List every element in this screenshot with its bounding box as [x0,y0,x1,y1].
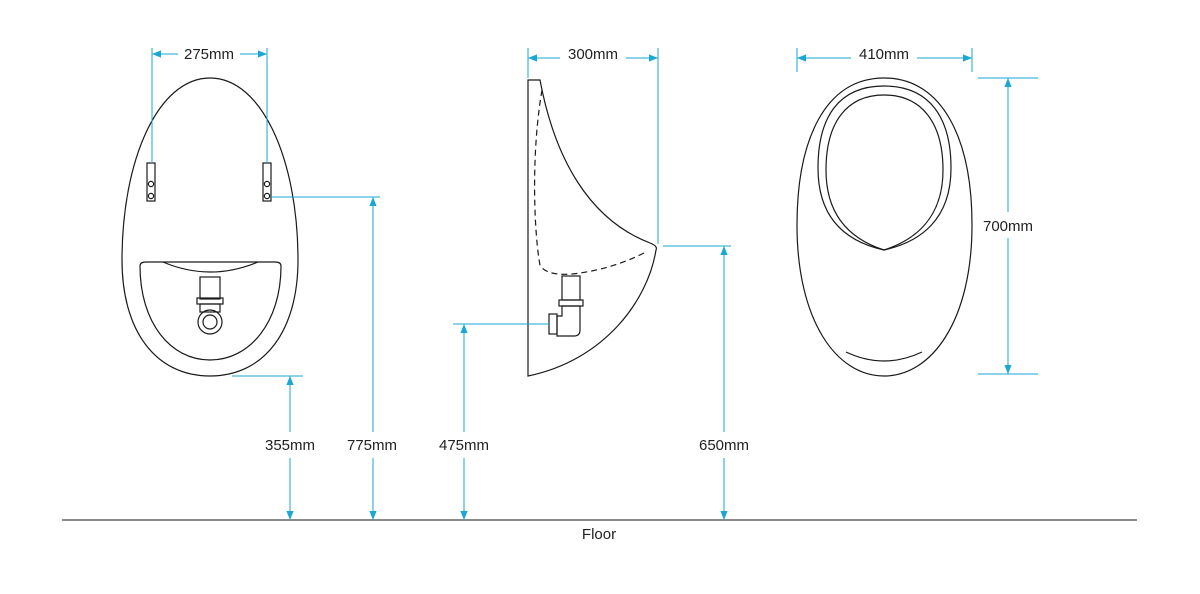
dimension-label-475: 475mm [439,437,489,454]
dimension-label-275: 275mm [184,46,234,63]
right-fixing-hole-lower [263,192,271,200]
dimension-rear-height: 700mm [978,77,1038,375]
front-waste-outlet-inner [202,314,218,330]
dimension-bottom-edge-height: 355mm [232,375,315,520]
left-fixing-hole-upper [147,180,155,188]
dimension-label-775: 775mm [347,437,397,454]
rear-view-outline [796,77,973,377]
dimension-front-fixing-width: 275mm [151,46,268,163]
dimension-label-410: 410mm [859,46,909,63]
right-fixing-hole-upper [263,180,271,188]
side-bowl-dashed-line [534,89,645,275]
front-view-outline [121,77,299,377]
dimension-fixing-height: 775mm [271,196,397,520]
dimension-label-355: 355mm [265,437,315,454]
side-view [527,79,657,377]
front-trap-neck [199,303,221,313]
left-fixing-hole-lower [147,192,155,200]
side-trap-band [558,299,584,307]
side-waste-outlet [548,313,558,335]
left-fixing-bracket [146,162,156,202]
front-trap-pipe [199,276,221,300]
rear-base-curve [845,351,923,362]
side-trap-pipe [561,275,581,301]
rear-rim-outer [817,85,952,251]
front-bowl-opening [139,261,282,361]
front-view [121,77,299,377]
rear-rim-inner [825,94,944,251]
dimension-label-300: 300mm [568,46,618,63]
dimension-side-depth: 300mm [527,46,659,244]
floor-label: Floor [582,526,616,543]
rear-view [796,77,973,377]
side-trap-elbow [556,305,581,337]
dimension-label-700: 700mm [983,218,1033,235]
dimension-label-650: 650mm [699,437,749,454]
dimension-rear-width: 410mm [796,46,973,72]
dimension-waste-outlet-height: 475mm [439,323,549,520]
front-waste-outlet [197,309,223,335]
side-view-outline [527,79,657,377]
dimension-lip-height: 650mm [663,245,749,520]
front-bowl-shade-line [162,261,259,273]
